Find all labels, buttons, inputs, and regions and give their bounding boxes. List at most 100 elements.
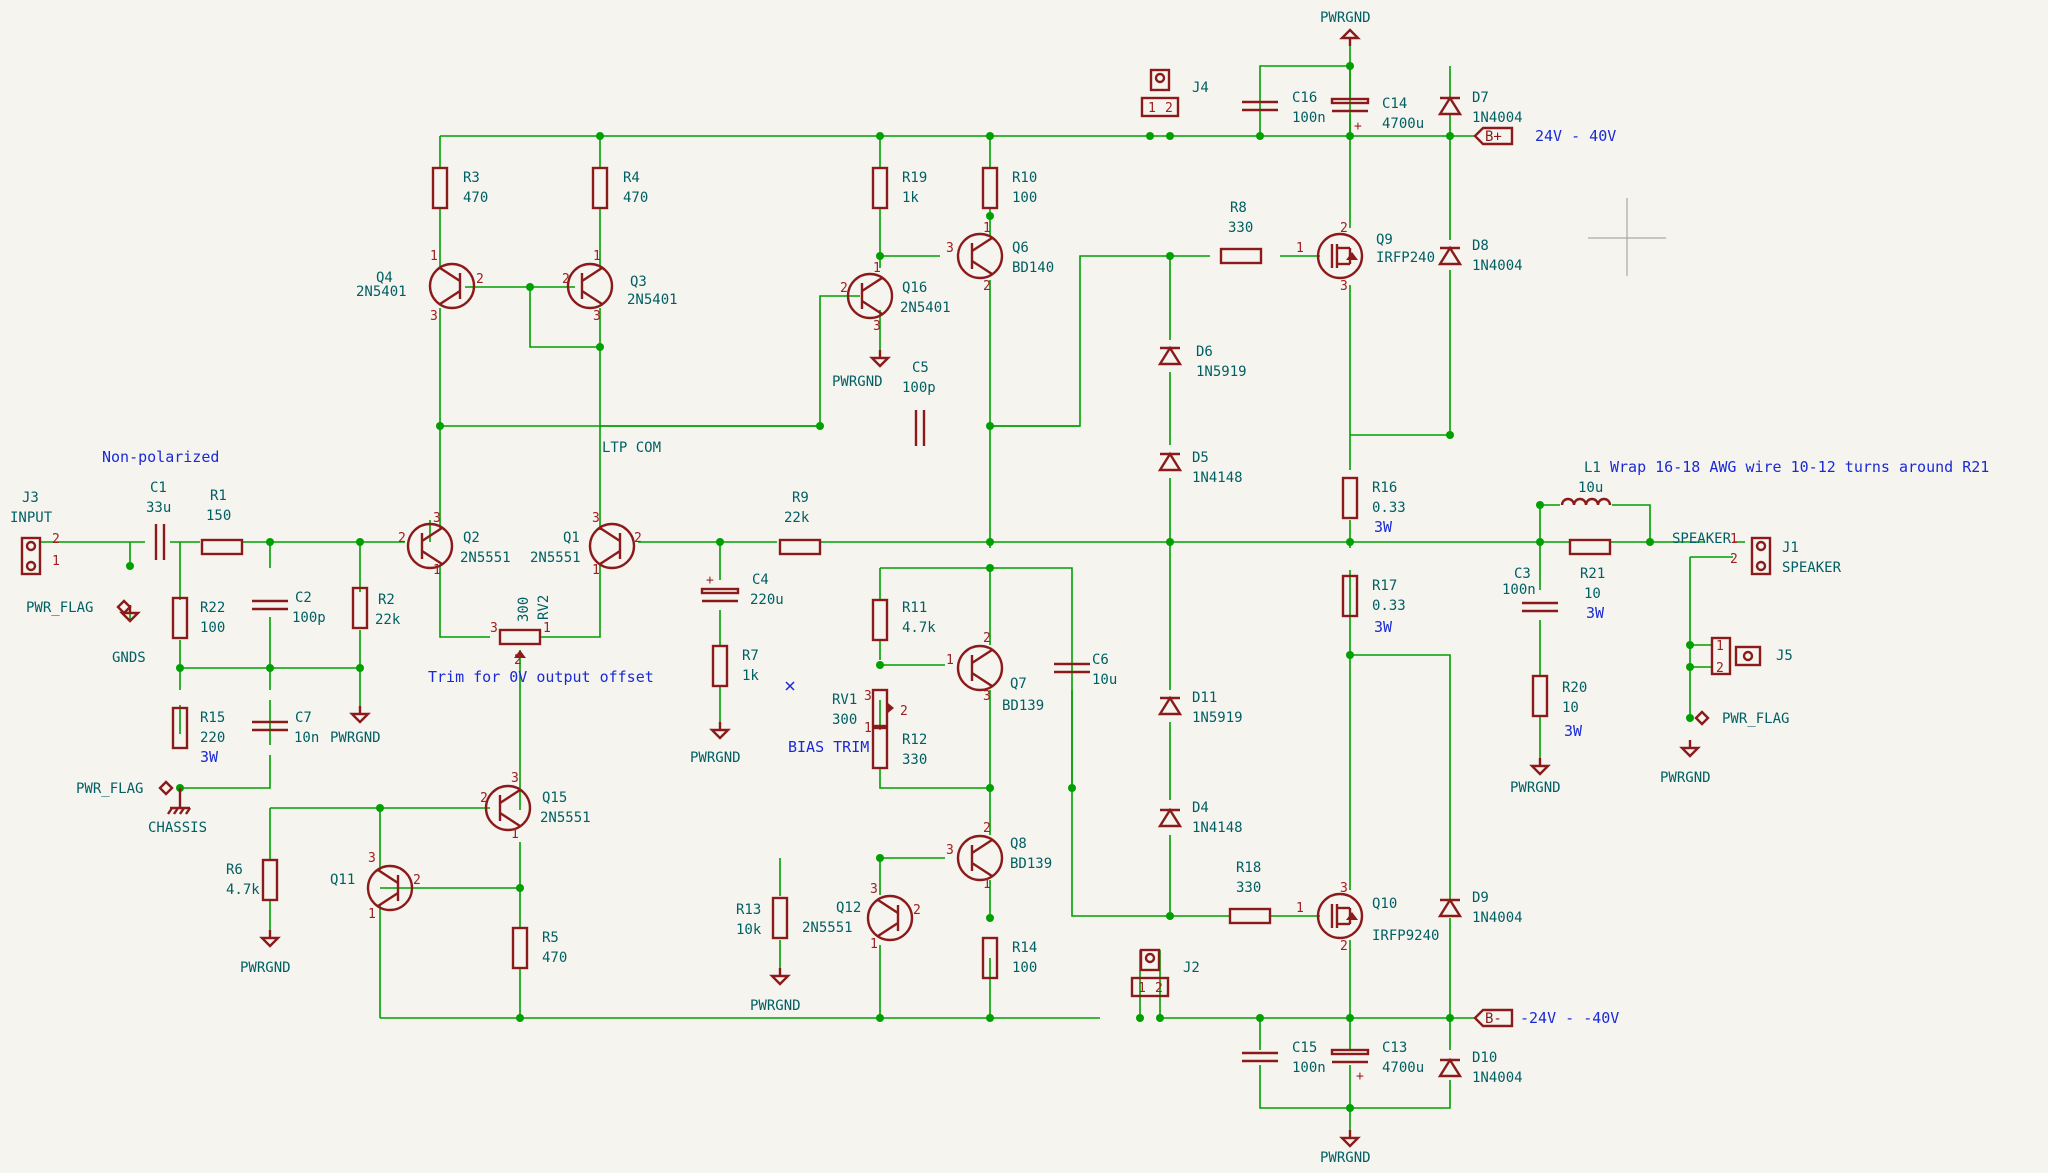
diode-d8[interactable]: D8 1N4004: [1438, 238, 1523, 274]
capacitor-c5[interactable]: C5 100p: [902, 360, 936, 448]
transistor-q16[interactable]: 213 Q16 2N5401: [840, 261, 951, 334]
svg-text:3: 3: [946, 241, 954, 256]
svg-text:1: 1: [511, 827, 519, 842]
capacitor-c4[interactable]: + C4 220u: [700, 572, 784, 608]
diode-d11[interactable]: D11 1N5919: [1158, 690, 1243, 726]
svg-text:D5: D5: [1192, 450, 1209, 466]
resistor-r2[interactable]: R2 22k: [351, 586, 401, 630]
capacitor-c14[interactable]: + C14 4700u: [1330, 96, 1424, 134]
resistor-r22[interactable]: R22 100: [171, 596, 225, 640]
resistor-r1[interactable]: R1 150: [200, 488, 244, 556]
wires: [40, 46, 1745, 1130]
gnds-symbol: GNDS: [112, 603, 146, 666]
capacitor-c15[interactable]: C15 100n: [1240, 1040, 1326, 1076]
resistor-r11[interactable]: R11 4.7k: [871, 598, 936, 642]
svg-text:Q2: Q2: [463, 530, 480, 546]
svg-text:4700u: 4700u: [1382, 116, 1424, 132]
pwr-flag-input: PWR_FLAG: [26, 599, 132, 616]
resistor-r17[interactable]: R17 0.33 3W: [1341, 574, 1406, 636]
capacitor-c7[interactable]: C7 10n: [250, 710, 319, 746]
svg-text:300: 300: [516, 597, 532, 622]
capacitor-c1[interactable]: C1 33u: [146, 480, 171, 562]
resistor-r4[interactable]: R4 470: [591, 166, 648, 210]
svg-text:2: 2: [1340, 221, 1348, 236]
svg-text:R5: R5: [542, 930, 559, 946]
svg-text:100p: 100p: [902, 380, 936, 396]
transistor-q6[interactable]: 312 Q6 BD140: [946, 221, 1054, 294]
svg-text:C16: C16: [1292, 90, 1317, 106]
resistor-r7[interactable]: R7 1k: [711, 644, 759, 688]
resistor-r3[interactable]: R3 470: [431, 166, 488, 210]
chassis-ground-icon: CHASSIS: [148, 788, 207, 836]
svg-text:R15: R15: [200, 710, 225, 726]
resistor-r10[interactable]: R10 100: [981, 166, 1037, 210]
resistor-r15[interactable]: R15 220 3W: [171, 706, 225, 766]
connector-j1[interactable]: 12 J1 SPEAKER: [1730, 532, 1842, 576]
svg-text:1: 1: [873, 261, 881, 276]
transistor-q4[interactable]: 213 Q4 2N5401: [356, 249, 484, 324]
svg-text:PWR_FLAG: PWR_FLAG: [76, 781, 143, 797]
resistor-r14[interactable]: R14 100: [981, 936, 1037, 980]
mosfet-q9[interactable]: 123 Q9 IRFP240: [1296, 221, 1435, 294]
diode-d5[interactable]: D5 1N4148: [1158, 450, 1243, 486]
capacitor-c6[interactable]: C6 10u: [1052, 652, 1117, 688]
resistor-r13[interactable]: R13 10k: [736, 896, 789, 940]
diode-d7[interactable]: D7 1N4004: [1438, 90, 1523, 126]
diode-d6[interactable]: D6 1N5919: [1158, 344, 1247, 380]
svg-text:D11: D11: [1192, 690, 1217, 706]
resistor-r19[interactable]: R19 1k: [871, 166, 927, 210]
transistor-q2[interactable]: 231 Q2 2N5551: [398, 511, 511, 578]
transistor-q8[interactable]: 321 Q8 BD139: [946, 821, 1052, 892]
transistor-q15[interactable]: 231 Q15 2N5551: [480, 771, 591, 842]
speaker-net-label: SPEAKER: [1672, 531, 1732, 547]
svg-text:2: 2: [1716, 661, 1724, 676]
resistor-r20[interactable]: R20 10 3W: [1531, 674, 1587, 740]
capacitor-c13[interactable]: + C13 4700u: [1330, 1040, 1424, 1084]
mosfet-q10[interactable]: 132 Q10 IRFP9240: [1296, 881, 1439, 954]
svg-text:3: 3: [864, 689, 872, 704]
svg-text:3: 3: [593, 309, 601, 324]
inductor-l1[interactable]: L1 10u Wrap 16-18 AWG wire 10-12 turns a…: [1560, 458, 1989, 506]
resistor-r9[interactable]: R9 22k: [778, 490, 822, 556]
svg-text:150: 150: [206, 508, 231, 524]
svg-text:2: 2: [1340, 939, 1348, 954]
capacitor-c2[interactable]: C2 100p: [250, 590, 326, 626]
diode-d9[interactable]: D9 1N4004: [1438, 890, 1523, 926]
svg-text:2N5551: 2N5551: [460, 550, 511, 566]
transistor-q12[interactable]: 231 Q12 2N5551: [802, 882, 921, 952]
transistor-q1[interactable]: 231 Q1 2N5551: [530, 511, 642, 578]
resistor-r8[interactable]: R8 330: [1219, 200, 1263, 265]
resistor-r16[interactable]: R16 0.33 3W: [1341, 476, 1406, 536]
resistor-r12[interactable]: R12 330: [871, 726, 927, 770]
transistor-q3[interactable]: 213 Q3 2N5401: [562, 249, 678, 324]
svg-text:3W: 3W: [1374, 618, 1393, 636]
resistor-r18[interactable]: R18 330: [1228, 860, 1272, 925]
transistor-q7[interactable]: 123 Q7 BD139: [946, 631, 1044, 714]
resistor-r21[interactable]: R21 10 3W: [1568, 538, 1612, 622]
svg-text:BD140: BD140: [1012, 260, 1054, 276]
svg-text:2: 2: [913, 903, 921, 918]
resistor-r5[interactable]: R5 470: [511, 926, 567, 970]
connector-j5[interactable]: 12 J5: [1710, 636, 1793, 676]
trimpot-rv1[interactable]: 321 RV1 300: [832, 688, 908, 736]
svg-text:2: 2: [514, 653, 522, 668]
svg-text:100n: 100n: [1292, 110, 1326, 126]
svg-text:R11: R11: [902, 600, 927, 616]
transistor-q11[interactable]: 231 Q11: [330, 851, 421, 922]
svg-text:C7: C7: [295, 710, 312, 726]
resistor-r6[interactable]: R6 4.7k: [226, 858, 279, 902]
svg-text:C14: C14: [1382, 96, 1407, 112]
diode-d4[interactable]: D4 1N4148: [1158, 800, 1243, 836]
capacitor-c3[interactable]: C3 100n: [1502, 566, 1560, 613]
svg-text:1k: 1k: [742, 668, 759, 684]
svg-text:J2: J2: [1183, 960, 1200, 976]
diode-d10[interactable]: D10 1N4004: [1438, 1050, 1523, 1086]
capacitor-c16[interactable]: C16 100n: [1240, 90, 1326, 126]
svg-text:GNDS: GNDS: [112, 650, 146, 666]
svg-text:1N4148: 1N4148: [1192, 820, 1243, 836]
connector-j3[interactable]: 21 J3 INPUT: [10, 490, 60, 576]
